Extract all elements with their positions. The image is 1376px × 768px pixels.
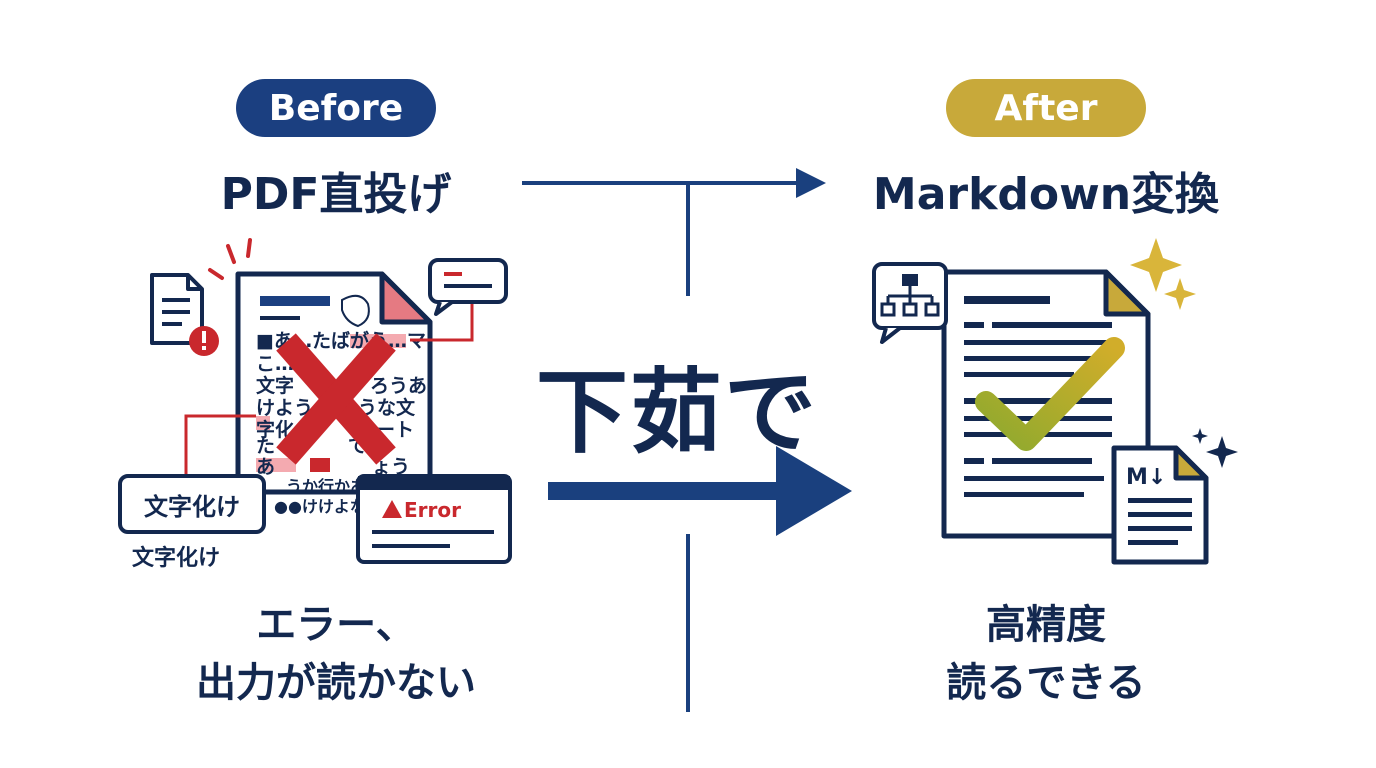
small-document-icon — [150, 273, 204, 345]
svg-text:た: た — [256, 435, 275, 457]
main-arrow-shaft — [548, 482, 788, 500]
svg-text:あ: あ — [256, 456, 275, 478]
md-file-icon: M↓ — [1111, 445, 1209, 565]
svg-text:字化: 字化 — [256, 418, 294, 441]
main-arrow-head — [776, 446, 852, 536]
after-badge: After — [946, 79, 1146, 137]
svg-text:うか行かあ: うか行かあ — [286, 477, 366, 496]
check-icon — [975, 337, 1125, 451]
burst-icon — [208, 238, 252, 280]
speech-bubble-icon — [410, 258, 508, 342]
svg-text:●●けけよな: ●●けけよな — [274, 497, 366, 516]
red-x-icon — [276, 333, 396, 465]
top-arrow-head — [796, 168, 826, 198]
callout-connector — [184, 414, 256, 474]
before-title: PDF直投げ — [220, 169, 452, 220]
before-caption-line1: エラー、 — [256, 602, 416, 648]
center-label: 下茹で — [536, 359, 819, 466]
before-caption-line2: 出力が読かない — [196, 660, 476, 706]
before-illustration: ■あ…たばがう…マ こ… 文字 けよう 字化 た あ うか行かあ ●●けけよな … — [150, 238, 512, 564]
alert-icon — [189, 326, 219, 356]
after-caption-line2: 読るできる — [946, 660, 1146, 706]
svg-text:うな文: うな文 — [358, 396, 416, 419]
svg-text:Error: Error — [404, 498, 461, 522]
svg-text:けよう: けよう — [256, 397, 313, 419]
after-caption-line1: 高精度 — [986, 602, 1106, 648]
svg-text:文字: 文字 — [256, 374, 294, 397]
svg-text:M↓: M↓ — [1126, 465, 1166, 490]
svg-text:ート: ート — [376, 419, 414, 441]
after-illustration: M↓ — [872, 238, 1238, 565]
mojibake-callout: 文字化け — [118, 474, 266, 534]
svg-text:ょう: ょう — [372, 456, 410, 478]
after-title: Markdown変換 — [872, 169, 1220, 220]
after-caption: 高精度 読るできる — [846, 596, 1246, 712]
mojibake-sublabel: 文字化け — [132, 546, 221, 571]
hierarchy-bubble-icon — [872, 262, 948, 344]
svg-text:ろうあ: ろうあ — [370, 375, 427, 397]
small-sparkle-icon — [1192, 428, 1238, 468]
before-badge: Before — [236, 79, 436, 137]
sparkle-icon — [1130, 238, 1196, 310]
before-caption: エラー、 出力が読かない — [136, 596, 536, 712]
error-window: Error — [356, 474, 512, 564]
